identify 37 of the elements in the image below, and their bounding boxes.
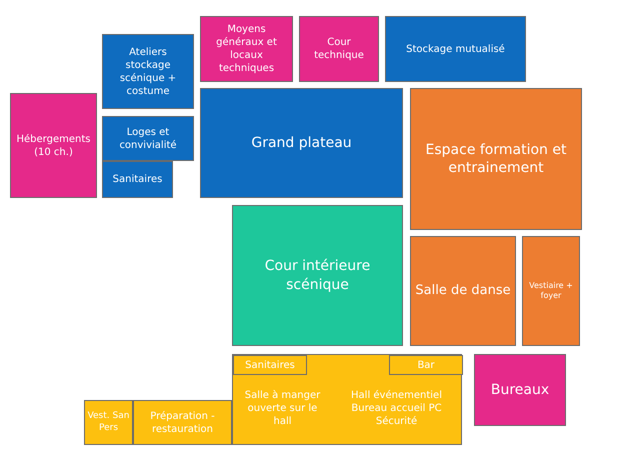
room-label: Salle à manger ouverte sur le hall [244, 389, 322, 428]
room-label: Stockage mutualisé [405, 42, 506, 56]
room-block [102, 34, 194, 109]
room-block [200, 16, 293, 82]
room-label: Hall événementiel Bureau accueil PC Sécurité [350, 389, 443, 428]
room-label: Sanitaires [112, 173, 164, 186]
room-label: Sanitaires [244, 358, 296, 372]
room-block [522, 236, 580, 346]
room-label: Hébergements (10 ch.) [16, 132, 92, 158]
room-label: Cour intérieure scénique [264, 257, 372, 294]
room-block [102, 116, 194, 161]
room-block [389, 355, 463, 375]
room-block [84, 400, 133, 445]
hall-block [232, 354, 462, 445]
room-block [385, 16, 526, 82]
room-label: Moyens généraux et locaux techniques [215, 23, 278, 75]
room-label: Bar [416, 358, 436, 372]
room-label: Ateliers stockage scénique + costume [118, 46, 178, 98]
room-block [200, 88, 403, 198]
room-label: Espace formation et entrainement [424, 140, 568, 178]
room-block [10, 93, 97, 198]
room-label: Bureaux [490, 380, 550, 400]
room-block [474, 354, 566, 426]
room-block [102, 161, 173, 198]
room-block [410, 236, 516, 346]
room-label: Loges et convivialité [118, 126, 178, 152]
room-block [133, 400, 232, 445]
room-label: Grand plateau [250, 134, 353, 152]
room-label: Vest. San Pers [86, 410, 130, 434]
room-block [410, 88, 582, 230]
room-block [233, 355, 307, 375]
room-label: Cour technique [313, 36, 365, 62]
room-label: Vestiaire + foyer [528, 280, 574, 302]
room-block [232, 205, 403, 346]
room-block [299, 16, 379, 82]
room-label: Préparation - restauration [149, 410, 216, 436]
room-label: Salle de danse [414, 282, 512, 300]
